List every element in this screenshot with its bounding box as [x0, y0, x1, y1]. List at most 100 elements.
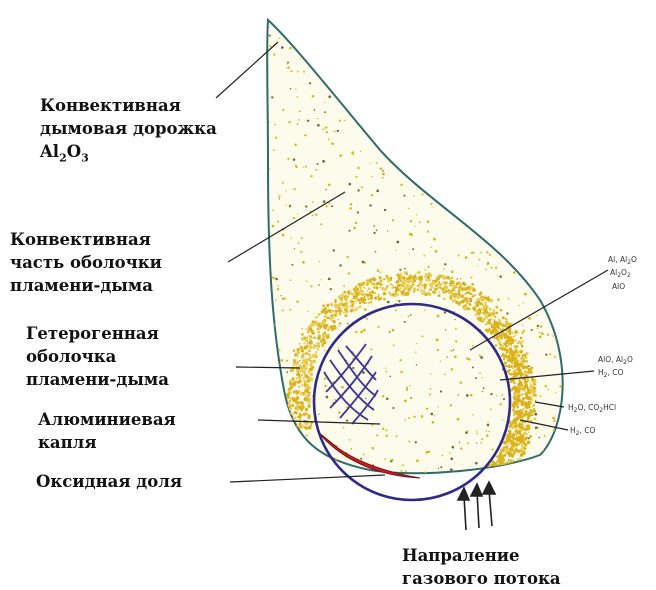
particle-dot: [400, 470, 402, 472]
particle-dot: [386, 429, 388, 431]
particle-dot: [475, 225, 478, 228]
particle-dot: [551, 467, 553, 469]
particle-dot: [261, 78, 263, 80]
label-aluminum-droplet-line2: капля: [38, 431, 176, 454]
shell-dot: [489, 299, 493, 303]
shell-dot: [512, 355, 514, 357]
shell-dot: [490, 476, 492, 478]
particle-dot: [479, 172, 482, 175]
shell-dot: [339, 313, 341, 315]
particle-dot: [466, 357, 468, 359]
shell-dot: [525, 371, 527, 373]
shell-dot: [487, 306, 489, 308]
particle-dot: [393, 152, 396, 155]
shell-dot: [479, 483, 482, 486]
shell-dot: [494, 473, 497, 476]
shell-dot: [524, 403, 528, 407]
particle-dot: [442, 132, 445, 135]
species-group1-line3: AlO: [612, 282, 625, 291]
particle-dot: [537, 427, 539, 429]
particle-dot: [408, 315, 410, 317]
particle-dot: [277, 371, 279, 373]
particle-dot: [528, 317, 531, 320]
shell-dot: [500, 474, 503, 477]
shell-dot: [499, 334, 503, 338]
particle-dot: [328, 202, 330, 204]
particle-dot: [295, 37, 297, 39]
shell-dot: [379, 286, 381, 288]
particle-dot: [503, 398, 505, 400]
shell-dot: [424, 288, 426, 290]
particle-dot: [508, 145, 510, 147]
particle-dot: [478, 195, 480, 197]
particle-dot: [550, 19, 551, 20]
particle-dot: [386, 371, 388, 373]
particle-dot: [291, 19, 293, 21]
particle-dot: [410, 220, 412, 222]
particle-dot: [559, 184, 562, 187]
particle-dot: [286, 371, 288, 373]
particle-dot: [305, 205, 307, 207]
shell-dot: [480, 488, 482, 490]
particle-dot: [526, 265, 527, 266]
particle-dot: [471, 213, 473, 215]
shell-dot: [522, 388, 525, 391]
shell-dot: [514, 442, 517, 445]
shell-dot: [525, 436, 528, 439]
shell-dot: [524, 447, 527, 450]
particle-dot: [396, 111, 398, 113]
shell-dot: [351, 304, 354, 307]
shell-dot: [308, 357, 310, 359]
particle-dot: [472, 252, 474, 254]
particle-dot: [498, 157, 500, 159]
particle-dot: [465, 213, 467, 215]
particle-dot: [386, 398, 389, 401]
shell-dot: [443, 298, 445, 300]
shell-dot: [296, 401, 299, 404]
particle-dot: [317, 163, 319, 165]
particle-dot: [525, 157, 527, 159]
particle-dot: [285, 190, 286, 191]
particle-dot: [346, 420, 348, 422]
particle-dot: [564, 323, 566, 325]
particle-dot: [315, 214, 317, 216]
particle-dot: [379, 106, 382, 109]
particle-dot: [293, 189, 295, 191]
shell-dot: [349, 306, 351, 308]
particle-dot: [416, 364, 417, 365]
shell-dot: [498, 461, 500, 463]
particle-dot: [273, 149, 275, 151]
particle-dot: [544, 435, 546, 437]
shell-dot: [531, 378, 534, 381]
shell-dot: [290, 397, 293, 400]
shell-dot: [310, 335, 313, 338]
particle-dot: [437, 406, 438, 407]
shell-dot: [438, 291, 440, 293]
shell-dot: [413, 275, 416, 278]
particle-dot: [557, 136, 560, 139]
particle-dot: [527, 157, 530, 160]
particle-dot: [295, 166, 298, 169]
shell-dot: [501, 458, 504, 461]
label-heterogeneous-shell-line1: Гетерогенная: [26, 322, 169, 345]
particle-dot: [471, 252, 473, 254]
particle-dot: [360, 151, 361, 152]
particle-dot: [543, 470, 545, 472]
shell-dot: [343, 291, 346, 294]
particle-dot: [556, 41, 558, 43]
shell-dot: [504, 354, 507, 357]
particle-dot: [266, 275, 267, 276]
shell-dot: [361, 293, 363, 295]
shell-dot: [379, 276, 382, 279]
shell-dot: [505, 325, 507, 327]
particle-dot: [365, 398, 367, 400]
particle-dot: [515, 77, 517, 79]
shell-dot: [408, 288, 411, 291]
shell-dot: [481, 297, 484, 300]
particle-dot: [429, 394, 431, 396]
particle-dot: [450, 458, 453, 461]
particle-dot: [291, 70, 293, 72]
particle-dot: [300, 32, 302, 34]
particle-dot: [507, 161, 510, 164]
particle-dot: [497, 158, 499, 160]
